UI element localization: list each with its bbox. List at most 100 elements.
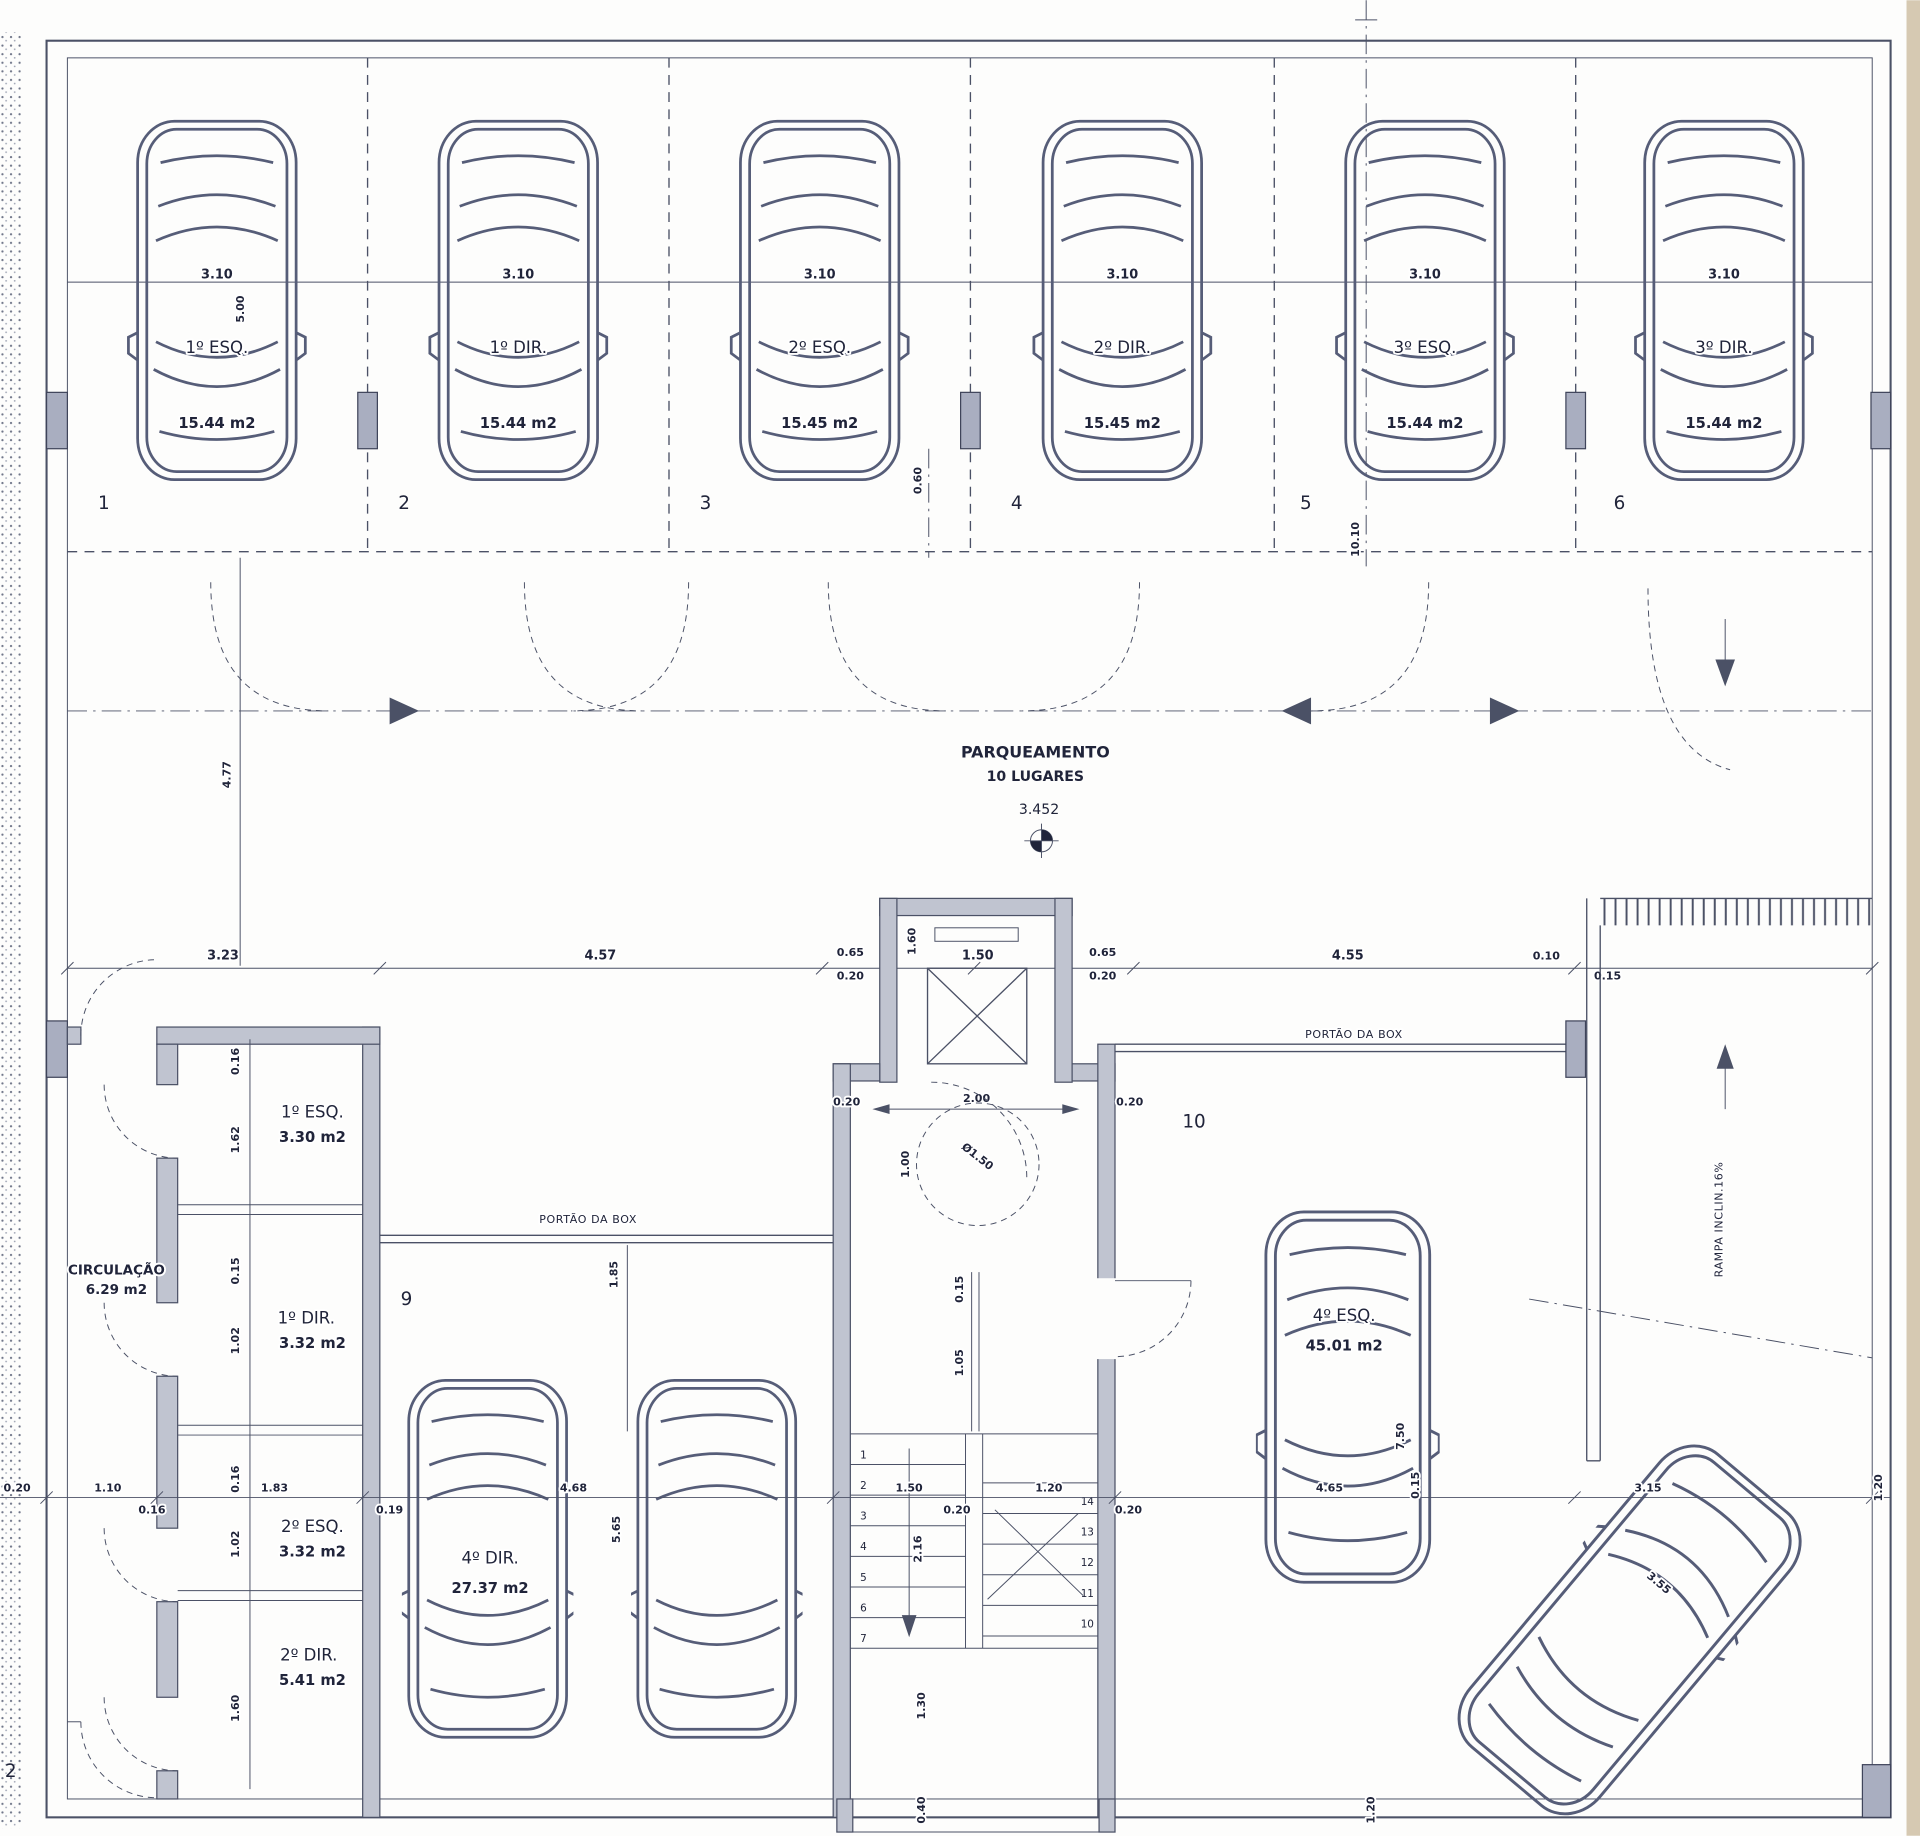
stall-1-name: 1º ESQ.	[185, 338, 248, 357]
portao-left-label: PORTÃO DA BOX	[539, 1213, 637, 1226]
stair-bottom-dim-1: 0.40	[915, 1796, 928, 1824]
column	[357, 391, 378, 450]
bottom-dim-3: 1.83	[261, 1481, 288, 1494]
stall-3-name: 2º ESQ.	[788, 338, 851, 357]
lift-side-r-dim: 0.20	[1116, 1095, 1144, 1108]
tread-4: 4	[860, 1541, 867, 1553]
portao-right-label: PORTÃO DA BOX	[1305, 1028, 1403, 1041]
tread-7: 7	[860, 1633, 867, 1645]
bottom-dimension-line: 0.20 1.10 0.16 1.83 0.19 4.68 1.50 0.20 …	[0, 1470, 1891, 1782]
tread-13: 13	[1081, 1527, 1094, 1539]
left-dim-4: 0.16	[229, 1465, 242, 1493]
stall-4-width: 3.10	[1106, 267, 1138, 282]
tread-14: 14	[1081, 1496, 1095, 1508]
mid-dim-4: 1.50	[962, 949, 994, 964]
box-9: PORTÃO DA BOX 1.85 9 4º DIR. 27.37 m2 5.…	[379, 1211, 834, 1739]
stall-5-area: 15.44 m2	[1386, 415, 1463, 432]
mid-dim-6: 0.65	[1089, 946, 1116, 959]
column	[960, 391, 981, 450]
lift-width-dim: 2.00	[963, 1092, 991, 1105]
tread-5: 5	[860, 1572, 867, 1584]
stall-5-name: 3º ESQ.	[1394, 338, 1457, 357]
level-value: 3.452	[1019, 802, 1059, 818]
driving-aisle: 4.77 PARQUEAMENTO 10 LUGARES 3.452	[67, 557, 1873, 966]
bottom-dim-13: 1.20	[1872, 1474, 1885, 1502]
mid-dim-3: 0.20	[837, 969, 865, 982]
stall-3-num: 3	[700, 493, 712, 514]
box-10: PORTÃO DA BOX 10 4º ESQ. 45.01 m2 7.50 3…	[1114, 1020, 1827, 1836]
bottom-dim-2: 0.16	[138, 1503, 166, 1516]
box-9-num: 9	[401, 1289, 413, 1310]
tread-2: 2	[860, 1480, 867, 1492]
stall-2-num: 2	[398, 493, 410, 514]
parking-stalls: 3.10 3.10 3.10 3.10 3.10 3.10 5.00 1º ES…	[67, 0, 1873, 567]
room-1d-name: 1º DIR.	[278, 1309, 335, 1328]
stall-6-width: 3.10	[1708, 267, 1740, 282]
stall-2-width: 3.10	[502, 267, 534, 282]
room-2d-name: 2º DIR.	[280, 1646, 337, 1665]
stall-2-area: 15.44 m2	[480, 415, 557, 432]
mid-dim-1: 4.57	[585, 949, 617, 964]
room-1e-area: 3.30 m2	[279, 1129, 346, 1146]
box-10-num: 10	[1182, 1112, 1205, 1133]
stall-1-width: 3.10	[201, 267, 233, 282]
box-10-area: 45.01 m2	[1306, 1338, 1383, 1355]
box-9-area: 27.37 m2	[452, 1580, 529, 1597]
bottom-dim-9: 0.20	[1115, 1503, 1143, 1516]
left-dim-2: 0.15	[229, 1257, 242, 1284]
stairs: 1 2 3 4 5 6 7 14 13 12 11 10 2.16	[850, 1433, 1098, 1649]
bottom-dim-8: 1.20	[1035, 1481, 1063, 1494]
room-2d-area: 5.41 m2	[279, 1672, 346, 1689]
circulacao-area: 6.29 m2	[86, 1282, 147, 1298]
stall-4-name: 2º DIR.	[1094, 338, 1151, 357]
bottom-dim-4: 0.19	[376, 1503, 403, 1516]
ramp-up-arrow	[1716, 1044, 1734, 1069]
box-10-car	[1255, 1210, 1440, 1584]
lift-side-l-dim: 0.20	[833, 1095, 861, 1108]
left-dim-1: 1.62	[229, 1126, 242, 1153]
box-10-depth-dim: 7.50	[1394, 1422, 1407, 1450]
bottom-dim-10: 4.65	[1316, 1481, 1343, 1494]
bottom-dim-5: 4.68	[560, 1481, 587, 1494]
lobby-h-dim: 1.00	[899, 1150, 912, 1178]
mid-dim-5: 0.20	[1089, 969, 1117, 982]
stall-4-area: 15.45 m2	[1084, 415, 1161, 432]
stair-run-dim: 2.16	[911, 1535, 924, 1563]
rampa-label: RAMPA INCLIN.16%	[1713, 1162, 1726, 1278]
grid-label-2: 2	[5, 1761, 17, 1782]
tread-10: 10	[1081, 1618, 1094, 1630]
bottom-dim-7: 0.20	[943, 1503, 971, 1516]
stall-6-area: 15.44 m2	[1685, 415, 1762, 432]
aisle-arrow-right2	[1489, 697, 1520, 725]
stall-depth-dim: 5.00	[234, 295, 247, 323]
turning-circle-dim: Ø1.50	[959, 1140, 996, 1173]
stair-bottom-dim-0: 1.30	[915, 1692, 928, 1720]
room-2e-name: 2º ESQ.	[281, 1517, 344, 1536]
circulacao-name: CIRCULAÇÃO	[68, 1262, 165, 1279]
left-dim-6: 1.60	[229, 1694, 242, 1722]
column	[1565, 391, 1587, 450]
box-9-car-2	[631, 1379, 803, 1739]
room-2e-area: 3.32 m2	[279, 1543, 346, 1560]
mid-left-dim: 1.85	[608, 1261, 621, 1288]
stair-side-dim-1: 1.05	[953, 1349, 966, 1376]
aisle-arrow-left	[1281, 697, 1312, 725]
bottom-dim-11: 0.15	[1409, 1472, 1422, 1499]
stall-3-width: 3.10	[804, 267, 836, 282]
mid-dim-8: 0.10	[1533, 950, 1561, 963]
box-9-depth-dim: 5.65	[610, 1516, 623, 1543]
stall-3-area: 15.45 m2	[781, 415, 858, 432]
car-diagonal-dim: 3.55	[1644, 1569, 1673, 1596]
bottom-dim-12: 3.15	[1634, 1481, 1661, 1494]
stall-6-name: 3º DIR.	[1695, 338, 1752, 357]
tread-1: 1	[860, 1449, 867, 1461]
parking-title: PARQUEAMENTO	[961, 742, 1110, 761]
stall-4-num: 4	[1011, 493, 1023, 514]
mid-dim-0: 3.23	[207, 949, 239, 964]
stall-6-num: 6	[1614, 493, 1626, 514]
box-10-name: 4º ESQ.	[1313, 1306, 1376, 1325]
mid-dimension-line: 3.23 4.57 0.65 0.20 1.50 0.20 0.65 4.55 …	[60, 944, 1879, 984]
level-marker-icon	[1024, 823, 1059, 858]
